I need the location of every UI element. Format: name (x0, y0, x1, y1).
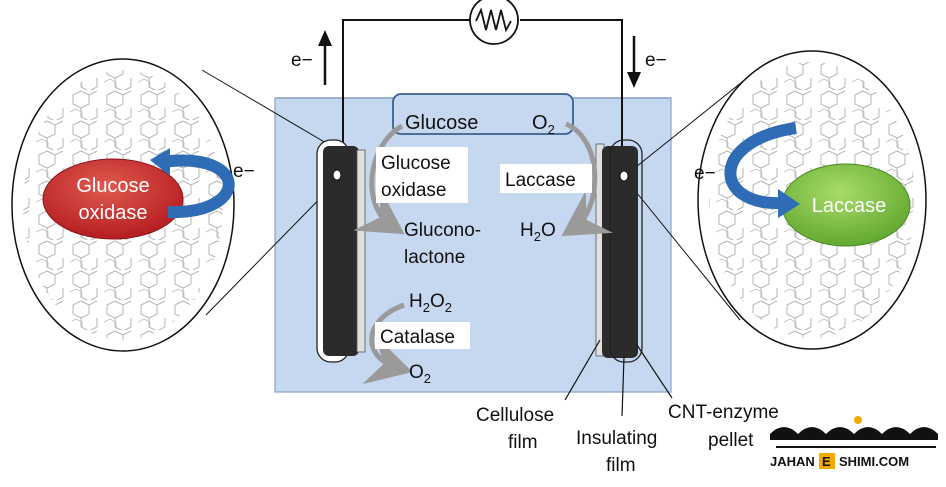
insulating-label-1: Insulating (576, 428, 657, 449)
catalase-label: Catalase (380, 327, 455, 348)
anode-electrode (316, 139, 366, 363)
water-label: H2O (520, 220, 556, 244)
gluconolactone-label-2: lactone (404, 247, 465, 268)
substrate-box (392, 93, 574, 135)
cathode-electrode (595, 139, 643, 363)
glucose-oxidase-blob (42, 158, 184, 240)
zoom-guide-line-right-lower (627, 181, 741, 321)
glucose-oxidation-arrow-icon (353, 123, 405, 235)
electron-transfer-arrowhead-icon (150, 148, 170, 176)
cellulose-callout-line (564, 339, 601, 401)
watermark-latin-mid: E (822, 454, 831, 469)
cathode-zoom-circle: Laccase e− (694, 50, 927, 350)
electron-zoom-label-left: e− (233, 161, 255, 182)
anode-o2-label: O2 (409, 362, 431, 386)
resistor-zigzag-icon (475, 7, 512, 33)
catalase-tag (375, 322, 470, 349)
electron-zoom-label-right: e− (694, 163, 716, 184)
insulating-label-2: film (606, 455, 636, 476)
electron-transfer-arrow-right-icon (724, 122, 797, 210)
zoom-guide-line (201, 69, 339, 151)
electron-label-right: e− (645, 50, 667, 71)
oxygen-reduction-arrow-icon (561, 121, 613, 237)
cellulose-label-1: Cellulose (476, 405, 554, 426)
gluconolactone-label-1: Glucono- (404, 220, 481, 241)
watermark-latin-left: JAHAN (770, 454, 815, 469)
anode-enzyme-label-1: Glucose (381, 153, 451, 174)
glucose-oxidase-zoom-label-2: oxidase (79, 202, 148, 224)
glucose-oxidase-zoom-label-1: Glucose (76, 175, 149, 197)
peroxide-decomposition-arrow-icon (362, 302, 413, 385)
external-wire (342, 19, 470, 160)
watermark-e-badge (819, 453, 835, 469)
zoom-guide-line-right (625, 81, 743, 176)
cellulose-label-2: film (508, 432, 538, 453)
external-wire-right (520, 19, 623, 160)
zoom-guide-line-lower (205, 179, 339, 316)
watermark-latin-right: SHIMI.COM (839, 454, 909, 469)
oxygen-label: O2 (532, 112, 555, 137)
anode-zoom-circle: Glucose oxidase e− (11, 58, 255, 352)
peroxide-label: H2O2 (409, 291, 452, 315)
anode-enzyme-label-2: oxidase (381, 180, 447, 201)
electron-up-arrowhead-icon (318, 30, 332, 46)
cnt-label-2: pellet (708, 430, 754, 451)
cnt-callout-line (636, 344, 673, 399)
cnt-label-1: CNT-enzyme (668, 402, 779, 423)
cathode-enzyme-label: Laccase (505, 170, 576, 191)
glucose-oxidase-tag (376, 147, 468, 203)
insulating-callout-line (621, 356, 625, 417)
electron-down-arrowhead-icon (627, 72, 641, 88)
laccase-zoom-label: Laccase (812, 195, 887, 217)
glucose-label: Glucose (405, 112, 478, 134)
electron-transfer-arrow-icon (161, 154, 235, 219)
electron-label-left: e− (291, 50, 313, 71)
electron-transfer-arrowhead-right-icon (778, 189, 800, 218)
laccase-tag (500, 164, 592, 193)
site-watermark-logo: JAHAN E SHIMI.COM (770, 416, 938, 469)
